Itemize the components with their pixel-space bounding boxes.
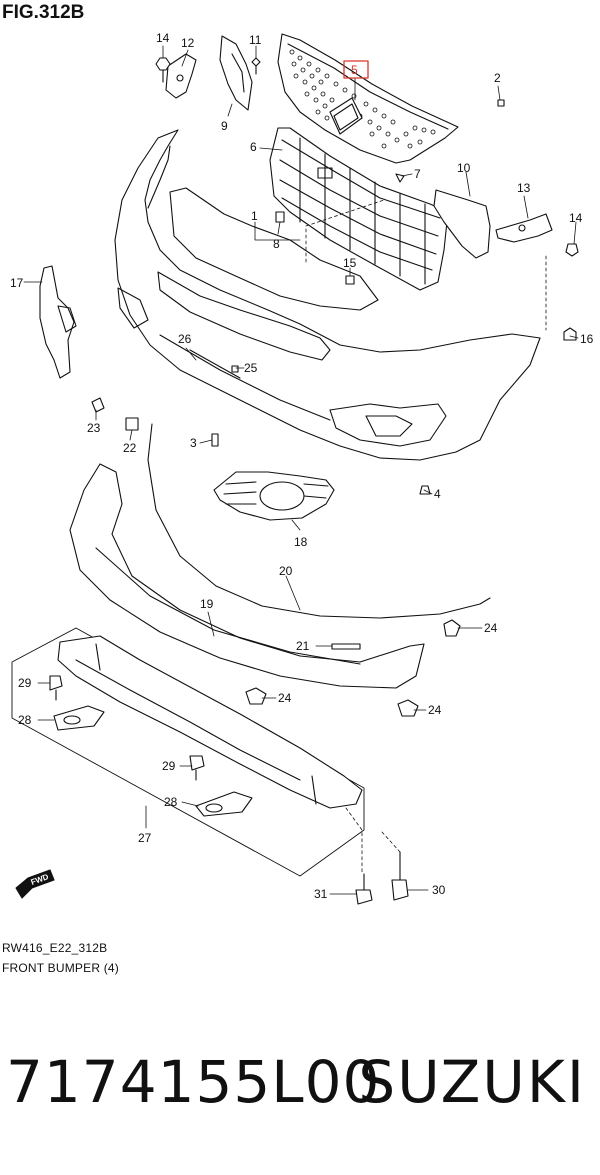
callout-label: 20 [279, 564, 293, 578]
exploded-parts-diagram: FWD 14 12 11 9 5 2 6 7 10 13 14 1 8 15 1… [10, 31, 594, 905]
callout-label: 19 [200, 597, 214, 611]
callout-label: 23 [87, 421, 101, 435]
product-banner: 7174155L00 SUZUKI [0, 1048, 600, 1128]
callout-label: 28 [164, 795, 178, 809]
callout-label: 24 [278, 691, 292, 705]
callout-label: 1 [251, 209, 258, 223]
callout-label: 15 [343, 256, 357, 270]
callout-label: 29 [18, 676, 32, 690]
fog-lamp-cover [213, 471, 335, 521]
callout-label: 16 [580, 332, 594, 346]
figure-title: FIG.312B [2, 2, 85, 23]
bracket-upper-left [165, 53, 197, 99]
callout-label: 2 [494, 71, 501, 85]
clip-strip [331, 643, 361, 650]
callout-label: 27 [138, 831, 152, 845]
callout-label: 9 [221, 119, 228, 133]
callout-label: 4 [434, 487, 441, 501]
callout-label: 28 [18, 713, 32, 727]
lower-molding-strip [147, 423, 491, 619]
highlight-box-5 [343, 60, 369, 79]
bracket-upper-center [219, 35, 253, 111]
bracket-right-13 [495, 213, 553, 243]
callout-label: 22 [123, 441, 137, 455]
callout-label: 17 [10, 276, 24, 290]
callout-label: 12 [181, 36, 195, 50]
side-bracket-left [39, 265, 77, 379]
callout-label: 30 [432, 883, 446, 897]
callout-label: 7 [414, 167, 421, 181]
callout-label: 24 [484, 621, 498, 635]
brand-name: SUZUKI [358, 1048, 586, 1116]
drawing-code: RW416_E22_312B [2, 941, 108, 955]
callout-label: 5 [351, 63, 358, 77]
reinforcement-assembly [11, 627, 365, 877]
grille-frame [269, 127, 449, 291]
bracket-right-10 [433, 189, 491, 259]
callout-label: 14 [569, 211, 583, 225]
callout-label: 8 [273, 237, 280, 251]
callout-label: 26 [178, 332, 192, 346]
leader-lines [23, 45, 579, 895]
callout-label: 18 [294, 535, 308, 549]
upper-grille-mesh [277, 33, 459, 164]
callout-label: 6 [250, 140, 257, 154]
callout-label: 31 [314, 887, 328, 901]
callout-label: 21 [296, 639, 310, 653]
callout-labels: 14 12 11 9 5 2 6 7 10 13 14 1 8 15 17 16… [10, 31, 594, 901]
part-number: 7174155L00 [6, 1048, 381, 1116]
callout-label: 25 [244, 361, 258, 375]
callout-label: 3 [190, 436, 197, 450]
callout-label: 14 [156, 31, 170, 45]
lower-spoiler [69, 463, 425, 689]
callout-label: 10 [457, 161, 471, 175]
callout-label: 13 [517, 181, 531, 195]
fwd-direction-arrow: FWD [15, 869, 55, 899]
callout-label: 29 [162, 759, 176, 773]
callout-label: 11 [249, 33, 262, 47]
callout-label: 24 [428, 703, 442, 717]
fasteners [49, 57, 579, 905]
drawing-name: FRONT BUMPER (4) [2, 961, 119, 975]
